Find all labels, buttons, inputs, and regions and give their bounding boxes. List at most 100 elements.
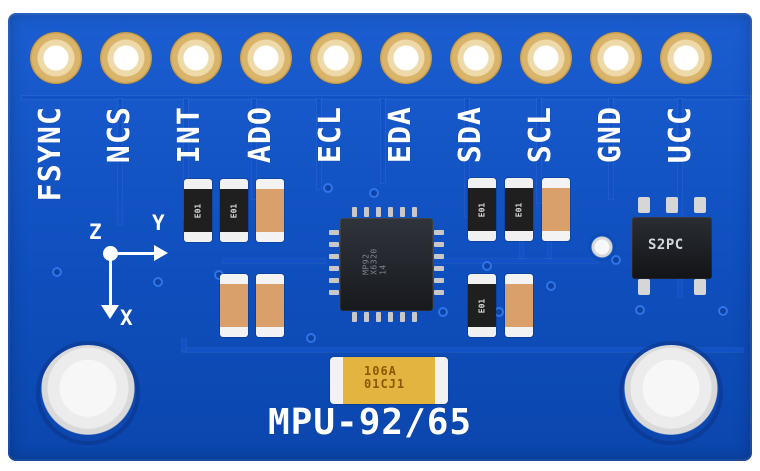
pin-ncs (100, 32, 152, 84)
trace (465, 99, 469, 217)
chip-pin (434, 230, 444, 235)
via (438, 307, 448, 317)
axis-z-dot-icon (103, 246, 118, 261)
regulator-lead (638, 197, 650, 213)
mounting-hole-right (623, 345, 719, 441)
axis-indicator: Z Y X (89, 211, 194, 329)
regulator-lead (694, 197, 706, 213)
capacitor (542, 178, 570, 241)
resistor: E01 (468, 178, 496, 241)
trace (430, 259, 598, 263)
resistor: E01 (184, 179, 212, 242)
trace (537, 99, 541, 203)
chip-pin (329, 290, 339, 295)
trace (678, 99, 682, 297)
mounting-hole-left (40, 345, 136, 441)
regulator-lead (638, 279, 650, 295)
via (153, 277, 163, 287)
via (52, 267, 62, 277)
resistor: E01 (220, 179, 248, 242)
axis-x-arrow-icon (101, 305, 119, 319)
pin-label-ncs: NCS (102, 106, 137, 164)
chip-marking: MP92 X6320 14 (361, 248, 388, 275)
axis-x-line (109, 252, 112, 310)
via (611, 255, 621, 265)
axis-y-arrow-icon (154, 245, 168, 261)
axis-z-label: Z (89, 220, 102, 244)
chip-pin (364, 312, 369, 322)
chip-pin (388, 207, 393, 217)
pin-ado (240, 32, 292, 84)
via (482, 261, 492, 271)
chip-pin (329, 278, 339, 283)
pin-label-scl: SCL (523, 106, 558, 164)
chip-pin (352, 312, 357, 322)
chip-pin (434, 254, 444, 259)
resistor-marking: E01 (477, 202, 487, 217)
chip-pin (388, 312, 393, 322)
chip-pin (364, 207, 369, 217)
trace (381, 99, 385, 183)
via (214, 270, 224, 280)
tantalum-marking: 106A 01CJ1 (364, 364, 406, 391)
regulator-marking: S2PC (648, 237, 684, 253)
chip-pin (400, 207, 405, 217)
axis-y-label: Y (152, 211, 165, 235)
capacitor (256, 274, 284, 337)
resistor: E01 (505, 178, 533, 241)
via (306, 333, 316, 343)
test-hole (590, 235, 614, 259)
sensor-board: FSYNC NCS INT ADO ECL EDA SDA SCL GND UC… (8, 13, 752, 461)
chip-pin (412, 312, 417, 322)
chip-pin (352, 207, 357, 217)
chip-pin (434, 242, 444, 247)
pin-fsync (30, 32, 82, 84)
chip-pin (412, 207, 417, 217)
trace (609, 99, 613, 199)
pin-label-ucc: UCC (663, 106, 698, 164)
resistor-marking: E01 (514, 202, 524, 217)
chip-pin (329, 242, 339, 247)
trace (22, 96, 750, 99)
pin-label-sda: SDA (453, 106, 488, 164)
capacitor (505, 274, 533, 337)
regulator-lead (694, 279, 706, 295)
via (494, 307, 504, 317)
chip-pin (329, 230, 339, 235)
pin-label-eda: EDA (383, 106, 418, 164)
capacitor (256, 179, 284, 242)
pin-ucc (660, 32, 712, 84)
pin-gnd (590, 32, 642, 84)
resistor-marking: E01 (229, 203, 239, 218)
tantalum-capacitor: 106A 01CJ1 (330, 357, 448, 404)
chip-pin (434, 266, 444, 271)
resistor-marking: E01 (477, 298, 487, 313)
axis-y-line (109, 252, 160, 255)
trace (118, 99, 122, 225)
pin-label-gnd: GND (593, 106, 628, 164)
resistor: E01 (468, 274, 496, 337)
pin-label-ado: ADO (243, 106, 278, 164)
chip-pin (376, 312, 381, 322)
via (546, 281, 556, 291)
via (323, 183, 333, 193)
trace (183, 348, 743, 352)
pin-label-fsync: FSYNC (33, 106, 68, 202)
trace (184, 99, 188, 219)
chip-pin (434, 278, 444, 283)
chip-pin (329, 266, 339, 271)
capacitor (220, 274, 248, 337)
pin-label-ecl: ECL (313, 106, 348, 164)
board-title: MPU-92/65 (268, 402, 473, 443)
imu-chip: MP92 X6320 14 (329, 207, 444, 322)
pin-sda (450, 32, 502, 84)
via (635, 305, 645, 315)
trace (182, 339, 186, 351)
chip-pin (329, 254, 339, 259)
voltage-regulator: S2PC (632, 217, 712, 279)
axis-x-label: X (120, 306, 133, 330)
trace (252, 99, 256, 199)
trace (223, 259, 325, 263)
pin-eda (380, 32, 432, 84)
